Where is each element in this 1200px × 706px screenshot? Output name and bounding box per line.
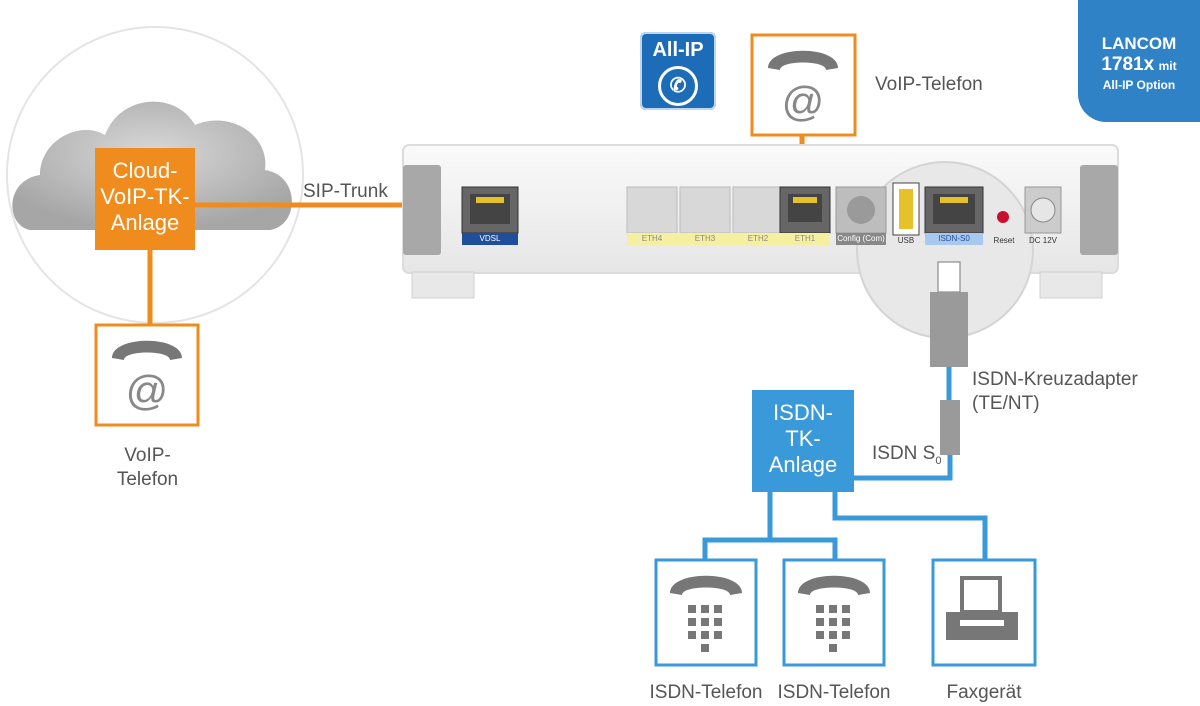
usb-port [892, 182, 920, 236]
voip-phone-top-box: @ [750, 33, 857, 137]
allip-logo: All-IP ✆ [640, 32, 716, 110]
voip-phone-left-box: @ [94, 323, 200, 427]
cloud-pbx-label-2: VoIP-TK- [100, 184, 190, 209]
config-port [835, 186, 887, 245]
badge-line1: LANCOM [1101, 34, 1177, 53]
port-label-eth3: ETH3 [694, 234, 716, 243]
cloud-pbx-box: Cloud- VoIP-TK- Anlage [95, 148, 195, 250]
adapter-label-line2: (TE/NT) [972, 393, 1040, 414]
isdn-s0-text: ISDN S [872, 443, 936, 464]
dc-jack [1024, 186, 1062, 234]
badge-line2: 1781x mit [1078, 54, 1200, 77]
port-label-reset: Reset [993, 236, 1015, 245]
port-label-vdsl: VDSL [479, 234, 501, 243]
isdn-adapter [940, 400, 960, 455]
device-label-fax: Faxgerät [946, 682, 1022, 703]
fax-box [931, 558, 1037, 667]
voip-left-line-1: VoIP- [124, 445, 171, 466]
port-label-eth4: ETH4 [641, 234, 663, 243]
voip-phone-left-label: VoIP- Telefon [95, 444, 200, 492]
adapter-label: ISDN-Kreuzadapter (TE/NT) [972, 368, 1138, 416]
eth-ports [626, 186, 831, 245]
lancom-badge: LANCOM 1781x mit All-IP Option [1078, 0, 1200, 122]
port-label-eth1: ETH1 [794, 234, 816, 243]
isdn-tree-lines [702, 490, 988, 560]
badge-line3: All-IP Option [1102, 78, 1176, 92]
port-label-isdn: ISDN-S0 [938, 234, 970, 243]
svg-text:@: @ [126, 367, 169, 414]
isdn-phone-1-box [654, 558, 758, 667]
vdsl-port [461, 186, 519, 245]
adapter-label-line1: ISDN-Kreuzadapter [972, 369, 1138, 390]
badge-model: 1781x [1101, 54, 1155, 75]
cloud-pbx-label-3: Anlage [110, 210, 180, 235]
device-label-isdn-phone-1: ISDN-Telefon [649, 682, 763, 703]
reset-button [997, 211, 1009, 223]
badge-model-suffix: mit [1158, 59, 1177, 73]
isdn-cable [850, 261, 968, 481]
port-label-dc: DC 12V [1028, 236, 1057, 245]
isdn-port [924, 186, 984, 245]
isdn-pbx-label-3: Anlage [768, 452, 838, 477]
sip-trunk-label: SIP-Trunk [303, 181, 388, 202]
port-label-config: Config (Com) [837, 234, 885, 243]
isdn-phone-2-box [782, 558, 886, 667]
svg-text:@: @ [782, 78, 825, 125]
port-label-eth2: ETH2 [747, 234, 769, 243]
isdn-pbx-label-2: TK- [785, 426, 821, 451]
isdn-s0-subscript: 0 [935, 454, 942, 467]
isdn-s0-label: ISDN S0 [872, 442, 941, 473]
device-label-isdn-phone-2: ISDN-Telefon [777, 682, 891, 703]
isdn-pbx-box: ISDN- TK- Anlage [752, 390, 854, 492]
voip-phone-top-label: VoIP-Telefon [875, 74, 983, 95]
voip-left-line-2: Telefon [116, 469, 179, 490]
isdn-pbx-label-1: ISDN- [773, 400, 833, 425]
port-label-usb: USB [897, 236, 915, 245]
allip-logo-text: All-IP [652, 39, 704, 61]
cloud-pbx-label-1: Cloud- [112, 158, 178, 183]
phone-circle-icon: ✆ [658, 66, 698, 106]
